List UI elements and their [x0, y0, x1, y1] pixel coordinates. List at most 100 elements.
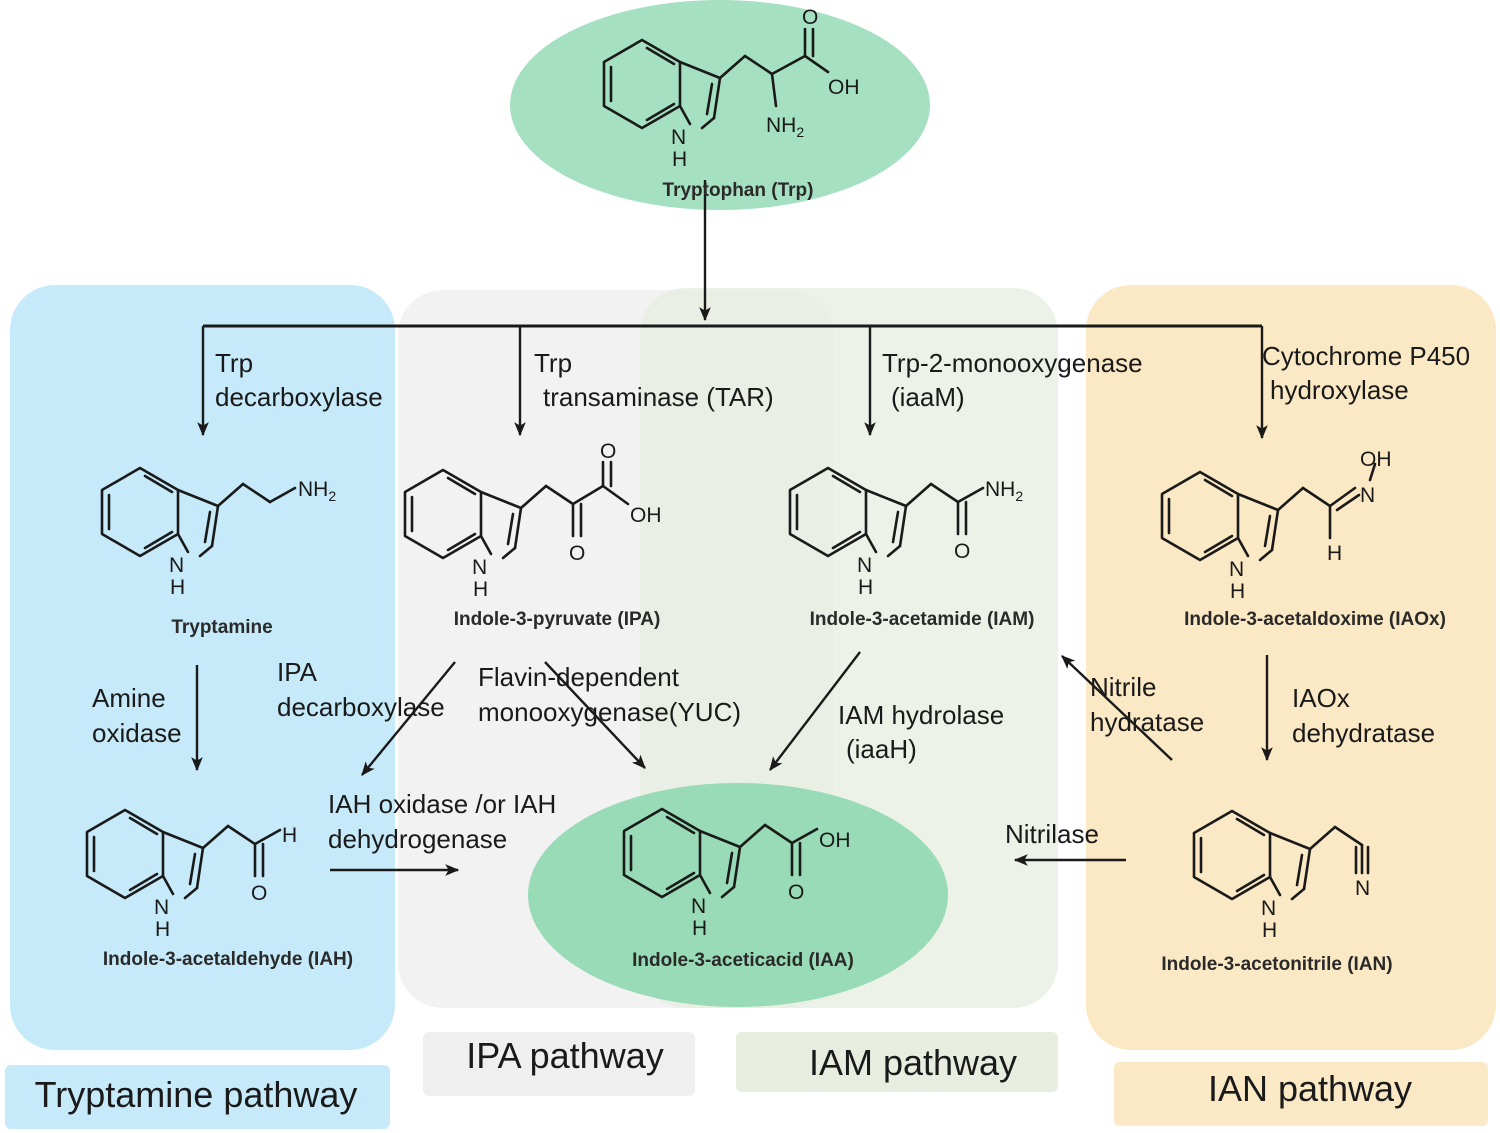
enzyme-nitrile-hydratase-line2: hydratase	[1090, 707, 1204, 737]
tryptamine-indole-n: N	[169, 554, 184, 577]
iaa-o: O	[788, 881, 804, 904]
enzyme-cytochrome-p450: Cytochrome P450 hydroxylase	[1262, 341, 1477, 405]
enzyme-nitrilase: Nitrilase	[1005, 819, 1099, 849]
iaox-indole-n: N	[1229, 558, 1244, 581]
enzyme-amine-oxidase: Amine oxidase	[92, 683, 182, 748]
enzyme-trp-decarboxylase-line2: decarboxylase	[215, 382, 383, 412]
iam-nh2: NH2	[985, 478, 1023, 504]
ian-n: N	[1355, 877, 1370, 900]
arrow-iam-to-iaa	[769, 651, 861, 771]
enzyme-trp-decarboxylase-line1: Trp	[215, 348, 253, 378]
iaa-ellipse	[528, 783, 948, 1007]
enzyme-nitrilase-line1: Nitrilase	[1005, 819, 1099, 849]
iam-o: O	[954, 540, 970, 563]
trp-indole-n: N	[671, 126, 686, 149]
tryptophan-ellipse	[510, 0, 930, 210]
enzyme-trp-monooxygenase: Trp-2-monooxygenase (iaaM)	[882, 348, 1150, 412]
ipa-indole-h: H	[473, 578, 488, 601]
enzyme-yuc-line1: Flavin-dependent	[478, 662, 680, 692]
trp-nh2: NH2	[766, 114, 804, 140]
ipa-pathway-label: IPA pathway	[466, 1035, 663, 1076]
ipa-pathway-label-box	[423, 1032, 695, 1096]
enzyme-yuc-line2: monooxygenase(YUC)	[478, 697, 741, 727]
enzyme-nitrile-hydratase-line1: Nitrile	[1090, 672, 1156, 702]
ipa-indole-n: N	[472, 556, 487, 579]
iam-name: Indole-3-acetamide (IAM)	[810, 609, 1035, 630]
iaox-indole-h: H	[1230, 580, 1245, 603]
iam-structure: NH2 O N H	[788, 466, 1023, 599]
iah-h-ald: H	[282, 824, 297, 847]
ipa-o-top: O	[600, 440, 616, 463]
tryptophan-structure: O OH NH2 N H	[602, 6, 860, 171]
enzyme-amine-oxidase-line1: Amine	[92, 683, 166, 713]
arrow-ian-to-iam	[1061, 655, 1173, 761]
iaa-oh: OH	[819, 829, 851, 852]
tryptamine-pathway-region	[10, 285, 395, 1050]
iam-indole-n: N	[857, 554, 872, 577]
enzyme-iaox-dehydratase: IAOx dehydratase	[1292, 683, 1435, 748]
enzyme-trp-transaminase-line1: Trp	[534, 348, 572, 378]
enzyme-iaox-dehydratase-line1: IAOx	[1292, 683, 1350, 713]
tryptamine-name: Tryptamine	[171, 617, 272, 638]
tryptamine-pathway-label-box	[5, 1065, 390, 1129]
ipa-structure: O OH O N H	[403, 440, 662, 601]
tryptamine-nh2: NH2	[298, 478, 336, 504]
iaa-name: Indole-3-aceticacid (IAA)	[632, 950, 854, 971]
enzyme-trp-transaminase: Trp transaminase (TAR)	[534, 348, 774, 412]
enzyme-iah-oxidase-line1: IAH oxidase /or IAH	[328, 789, 556, 819]
enzyme-ipa-decarboxylase: IPA decarboxylase	[277, 657, 445, 722]
enzyme-trp-decarboxylase: Trp decarboxylase	[215, 348, 383, 412]
iam-indole-h: H	[858, 576, 873, 599]
iaox-n: N	[1360, 484, 1375, 507]
trp-nh2-main: NH	[766, 114, 796, 137]
enzyme-iah-oxidase: IAH oxidase /or IAH dehydrogenase	[328, 789, 564, 854]
trp-oh: OH	[828, 76, 860, 99]
iaox-oh: OH	[1360, 448, 1392, 471]
iah-indole-h: H	[155, 918, 170, 941]
ian-indole-h: H	[1262, 919, 1277, 942]
ian-name: Indole-3-acetonitrile (IAN)	[1161, 954, 1392, 975]
enzyme-ipa-decarboxylase-line1: IPA	[277, 657, 318, 687]
iaox-h-ald: H	[1327, 542, 1342, 565]
enzyme-cytochrome-p450-line2: hydroxylase	[1270, 375, 1409, 405]
tryptophan-name: Tryptophan (Trp)	[663, 180, 814, 201]
iah-structure: H O N H	[85, 808, 297, 941]
enzyme-trp-transaminase-line2: transaminase (TAR)	[543, 382, 774, 412]
ian-pathway-region	[1086, 285, 1496, 1050]
ipa-o-bottom: O	[569, 542, 585, 565]
tryptamine-indole-h: H	[170, 576, 185, 599]
tryptamine-nh2-main: NH	[298, 478, 328, 501]
ian-pathway-label-box	[1114, 1062, 1488, 1126]
iaox-structure: OH N H N H	[1160, 448, 1392, 603]
enzyme-yuc: Flavin-dependent monooxygenase(YUC)	[478, 662, 741, 727]
iam-nh2-main: NH	[985, 478, 1015, 501]
ian-structure: N N H	[1192, 809, 1370, 942]
tryptamine-nh2-sub: 2	[328, 488, 336, 504]
iam-pathway-label: IAM pathway	[809, 1042, 1017, 1083]
iah-o: O	[251, 882, 267, 905]
trp-o: O	[802, 6, 818, 29]
enzyme-iah-oxidase-line2: dehydrogenase	[328, 824, 507, 854]
enzyme-iam-hydrolase-line2: (iaaH)	[846, 734, 917, 764]
iah-indole-n: N	[154, 896, 169, 919]
tryptamine-pathway-label: Tryptamine pathway	[35, 1074, 358, 1115]
iaa-indole-h: H	[692, 917, 707, 940]
iam-pathway-label-box	[736, 1032, 1058, 1092]
ian-pathway-label: IAN pathway	[1208, 1068, 1412, 1109]
iaa-indole-n: N	[691, 895, 706, 918]
ipa-name: Indole-3-pyruvate (IPA)	[454, 609, 661, 630]
iaox-name: Indole-3-acetaldoxime (IAOx)	[1184, 609, 1446, 630]
ian-indole-n: N	[1261, 897, 1276, 920]
arrow-ipa-to-iah	[361, 661, 456, 776]
arrow-ipa-to-iaa	[544, 661, 646, 769]
enzyme-trp-monooxygenase-line2: (iaaM)	[891, 382, 965, 412]
enzyme-iaox-dehydratase-line2: dehydratase	[1292, 718, 1435, 748]
enzyme-iam-hydrolase-line1: IAM hydrolase	[838, 700, 1004, 730]
tryptamine-structure: NH2 N H	[100, 466, 336, 599]
iaa-structure: OH O N H	[622, 807, 851, 940]
trp-nh2-sub: 2	[796, 124, 804, 140]
enzyme-trp-monooxygenase-line1: Trp-2-monooxygenase	[882, 348, 1143, 378]
enzyme-nitrile-hydratase: Nitrile hydratase	[1090, 672, 1204, 737]
